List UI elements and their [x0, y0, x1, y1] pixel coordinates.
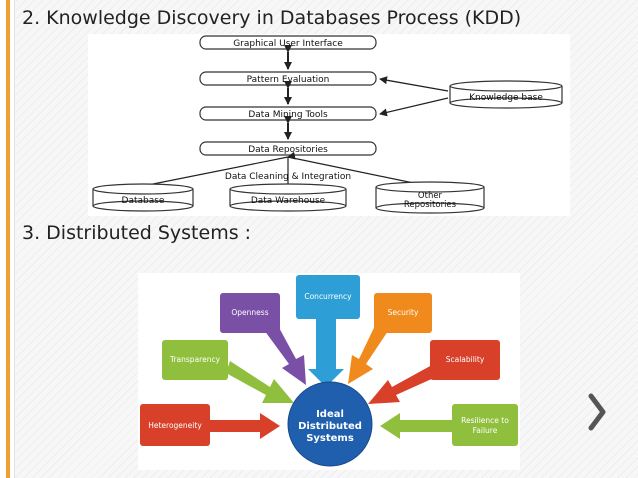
integration-label: Data Cleaning & Integration	[225, 172, 351, 182]
center-label-line-3: Systems	[306, 433, 354, 444]
node-transparency: Transparency	[162, 340, 228, 380]
node-openness: Openness	[220, 293, 280, 333]
center-circle: Ideal Distributed Systems	[287, 381, 373, 467]
arrow-heterogeneity	[208, 413, 280, 439]
layer-data-repositories: Data Repositories	[199, 141, 377, 156]
source-other-label: Other	[418, 191, 443, 201]
kdd-diagram-svg: Graphical User Interface Pattern Evaluat…	[92, 35, 563, 214]
knowledge-base-cylinder: Knowledge base	[449, 80, 563, 109]
node-concurrency-label: Concurrency	[304, 292, 352, 301]
left-accent-stripe	[6, 0, 10, 478]
left-accent-bar	[0, 0, 15, 478]
node-resilience-label-2: Failure	[473, 426, 498, 435]
arrow-transparency	[226, 361, 294, 403]
node-scalability-label: Scalability	[446, 355, 485, 364]
node-resilience-label-1: Resilience to	[461, 416, 509, 425]
chevron-right-icon[interactable]	[586, 390, 610, 434]
knowledge-base-label: Knowledge base	[469, 93, 543, 103]
layer-gui: Graphical User Interface	[199, 35, 377, 50]
node-scalability: Scalability	[430, 340, 500, 380]
node-security: Security	[374, 293, 432, 333]
source-data-warehouse: Data Warehouse	[229, 183, 347, 212]
node-security-label: Security	[388, 308, 419, 317]
distributed-systems-diagram: Concurrency Openness Security Transparen…	[138, 273, 520, 470]
kdd-heading: 2. Knowledge Discovery in Databases Proc…	[22, 7, 522, 29]
integration-lines	[142, 151, 429, 187]
distributed-systems-diagram-svg: Concurrency Openness Security Transparen…	[140, 275, 518, 467]
node-resilience: Resilience to Failure	[452, 404, 518, 446]
source-repositories-label: Repositories	[404, 200, 457, 210]
distributed-systems-heading: 3. Distributed Systems :	[22, 222, 252, 244]
layer-pattern-evaluation: Pattern Evaluation	[199, 71, 377, 86]
kdd-diagram: Graphical User Interface Pattern Evaluat…	[88, 34, 570, 216]
node-openness-label: Openness	[231, 308, 268, 317]
knowledge-base-arrows	[379, 76, 449, 117]
arrow-concurrency	[308, 319, 344, 387]
layer-pattern-evaluation-label: Pattern Evaluation	[247, 75, 330, 85]
layer-data-mining-tools: Data Mining Tools	[199, 106, 377, 121]
arrow-scalability	[368, 365, 436, 404]
source-database: Database	[92, 183, 194, 212]
center-label-line-2: Distributed	[298, 421, 362, 432]
layer-data-repositories-label: Data Repositories	[248, 145, 328, 155]
source-data-warehouse-label: Data Warehouse	[251, 196, 326, 206]
center-label-line-1: Ideal	[316, 409, 344, 420]
source-other-repositories: Other Repositories	[375, 181, 485, 214]
arrow-resilience	[380, 413, 454, 439]
layer-gui-label: Graphical User Interface	[233, 39, 343, 49]
layer-data-mining-tools-label: Data Mining Tools	[248, 110, 328, 120]
source-database-label: Database	[122, 196, 165, 206]
node-heterogeneity: Heterogeneity	[140, 404, 210, 446]
node-concurrency: Concurrency	[296, 275, 360, 319]
node-heterogeneity-label: Heterogeneity	[148, 421, 202, 430]
node-transparency-label: Transparency	[169, 355, 221, 364]
